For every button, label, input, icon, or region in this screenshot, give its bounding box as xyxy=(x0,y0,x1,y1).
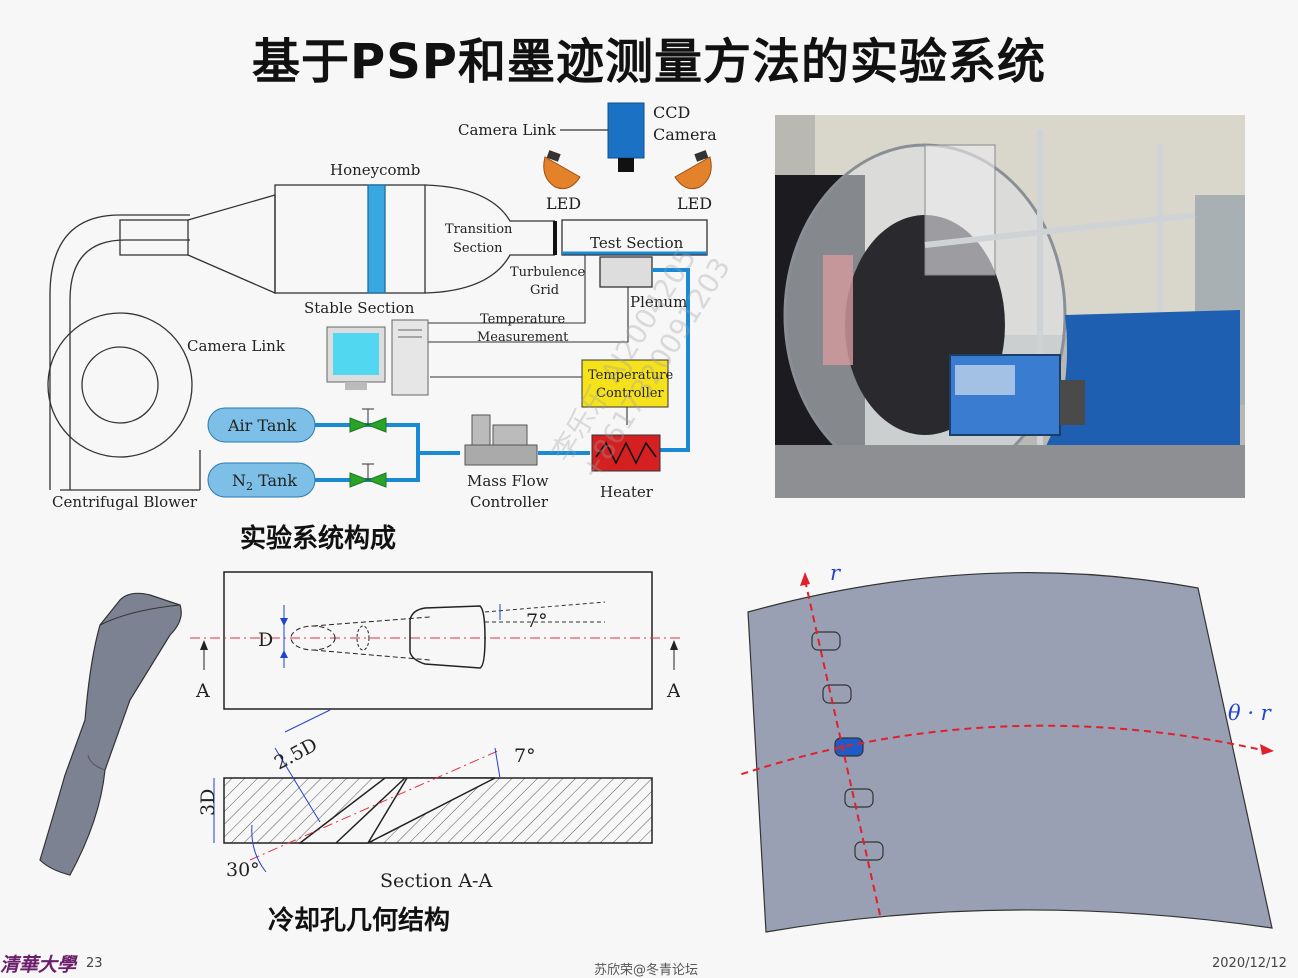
air-tank xyxy=(207,407,316,443)
ccd-camera xyxy=(607,102,645,159)
valve-air xyxy=(349,408,387,433)
label-mass-flow: Mass Flow xyxy=(467,472,549,490)
label-n2-tank: N2 Tank xyxy=(232,471,297,493)
label-r: r xyxy=(830,561,842,585)
label-centrifugal-blower: Centrifugal Blower xyxy=(52,493,198,511)
footer-center-text: 苏欣荣@冬青论坛 xyxy=(594,963,699,978)
label-temp-controller-1: Temperature xyxy=(588,368,673,383)
experiment-schematic: Camera Link CCD Camera LED LED Honeycomb… xyxy=(47,102,717,511)
test-section xyxy=(561,219,708,256)
slide-title: 基于PSP和墨迹测量方法的实验系统 xyxy=(252,34,1046,90)
page-number: 23 xyxy=(86,956,103,971)
label-controller: Controller xyxy=(470,493,549,511)
curved-plate-diagram: r θ · r xyxy=(740,561,1274,933)
label-stable-section: Stable Section xyxy=(304,299,415,317)
label-led-left: LED xyxy=(546,194,581,213)
led-left xyxy=(543,150,581,190)
label-theta-r: θ · r xyxy=(1228,701,1273,725)
mass-flow-controller xyxy=(464,444,538,466)
label-plenum: Plenum xyxy=(630,293,687,311)
label-test-section: Test Section xyxy=(590,234,684,252)
plenum xyxy=(599,256,653,288)
label-heater: Heater xyxy=(600,483,654,501)
hole-3d-model xyxy=(39,592,182,876)
heater xyxy=(591,434,661,472)
label-section: Section xyxy=(453,241,503,256)
label-turbulence: Turbulence xyxy=(510,265,585,280)
blower-housing xyxy=(49,214,190,490)
label-ccd: CCD xyxy=(653,103,690,122)
footer-date: 2020/12/12 xyxy=(1212,956,1287,971)
label-camera-link-left: Camera Link xyxy=(187,337,286,355)
university-logo: 清華大學 xyxy=(0,954,77,976)
label-air-tank: Air Tank xyxy=(227,416,297,435)
label-2-5d: 2.5D xyxy=(271,734,321,775)
experiment-photo xyxy=(775,115,1245,498)
top-view-hole-outlet xyxy=(409,605,486,669)
valve-n2 xyxy=(349,463,387,488)
label-camera-link-top: Camera Link xyxy=(458,121,557,139)
label-angle-side: 7° xyxy=(514,745,536,767)
blower-outer-circle xyxy=(47,312,193,458)
computer-tower xyxy=(391,319,429,396)
cooling-hole-geometry: D 7° A A 2.5D 7° 3D 30° Section A-A xyxy=(39,571,680,892)
label-d: D xyxy=(258,629,273,651)
led-right xyxy=(674,150,712,190)
label-temp-controller-2: Controller xyxy=(596,386,664,401)
temperature-controller xyxy=(581,359,669,408)
label-30deg: 30° xyxy=(226,859,260,881)
honeycomb xyxy=(367,184,386,294)
transition-section xyxy=(424,184,555,294)
label-camera: Camera xyxy=(653,125,717,144)
label-section-a-a: Section A-A xyxy=(380,870,492,892)
caption-geometry: 冷却孔几何结构 xyxy=(268,906,451,936)
curved-plate xyxy=(747,572,1273,933)
label-led-right: LED xyxy=(677,194,712,213)
n2-tank xyxy=(207,462,316,498)
label-section-a-right: A xyxy=(666,680,680,702)
label-angle-top: 7° xyxy=(526,610,548,632)
r-axis xyxy=(804,579,881,916)
blower-inner-circle xyxy=(81,346,159,424)
label-3d: 3D xyxy=(197,789,219,816)
photo-blue-duct xyxy=(1035,310,1240,465)
label-measurement: Measurement xyxy=(477,330,569,345)
label-grid: Grid xyxy=(530,283,559,298)
top-view-plate xyxy=(223,571,653,710)
label-honeycomb: Honeycomb xyxy=(330,161,420,179)
label-temperature: Temperature xyxy=(480,312,565,327)
label-section-a-left: A xyxy=(195,680,210,702)
caption-system: 实验系统构成 xyxy=(240,524,397,554)
label-transition: Transition xyxy=(445,222,513,237)
section-hole-channel xyxy=(297,777,496,844)
theta-axis xyxy=(740,724,1263,776)
stable-section xyxy=(274,184,426,294)
